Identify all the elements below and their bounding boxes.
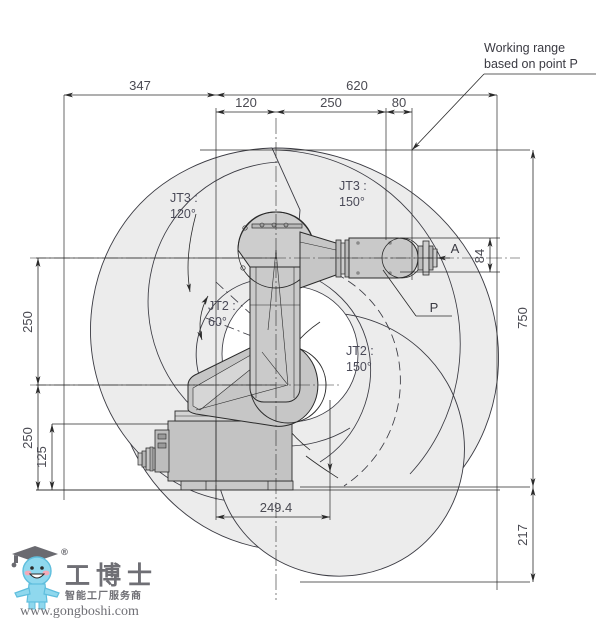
brand-name-cn: 工博士 [65, 561, 158, 590]
dimension-label-250-horizontal: 250 [320, 95, 342, 110]
wrist-bolt-2 [356, 271, 360, 275]
point-p-label: P [430, 300, 439, 315]
robot-assembly [137, 211, 445, 491]
watermark-logo: ® 工博士 智能工厂服务商 www.gongboshi.com [11, 546, 158, 619]
dimension-label-125: 125 [34, 446, 49, 468]
dimension-label-120: 120 [235, 95, 257, 110]
dimension-620: 620 [216, 78, 497, 98]
dimension-label-217: 217 [515, 524, 530, 546]
base-connector-port-1 [157, 433, 167, 440]
extension-lines [36, 95, 530, 590]
brand-tagline-cn: 智能工厂服务商 [65, 589, 142, 602]
note-leader [411, 73, 485, 151]
dimension-label-250-upper: 250 [20, 311, 35, 333]
arm-construction-line-3 [195, 384, 289, 411]
dimension-label-750: 750 [515, 307, 530, 329]
dimension-84: 84 [472, 238, 493, 272]
registered-mark: ® [60, 548, 69, 558]
dimension-125: 125 [34, 423, 168, 490]
shoulder-cap-bolt-2 [271, 222, 277, 228]
jt2-150-sweep-arc [305, 455, 339, 479]
jt3-120-label: JT3 : [170, 191, 198, 205]
robot-base-column [167, 420, 293, 482]
mascot-icon [11, 546, 60, 610]
point-a-annotation: A [427, 241, 460, 267]
wrist-collar-2 [340, 242, 346, 275]
dimension-347: 347 [64, 78, 216, 98]
note-line-1: Working range [484, 41, 565, 55]
jt2-60-label: JT2 : [208, 299, 236, 313]
jt3-150-arc [275, 149, 461, 475]
joint-annotation-jt3-120: JT3 : 120° [170, 191, 198, 221]
dimension-label-249-4: 249.4 [260, 500, 293, 515]
dimension-249-4: 249.4 [216, 500, 330, 520]
dimension-label-84: 84 [472, 249, 487, 263]
jt3-120-angle: 120° [170, 207, 196, 221]
dimension-label-80: 80 [392, 95, 406, 110]
point-p-annotation: P [382, 269, 452, 317]
arm-construction-line-4 [261, 351, 289, 386]
jt2-60-dashed-line-2 [205, 317, 293, 353]
wrist-bolt-4 [388, 271, 392, 275]
arm-construction-line-1 [275, 249, 289, 386]
dimension-217: 217 [515, 487, 536, 582]
note-line-2: based on point P [484, 57, 578, 71]
jt2-60-angle: 60° [208, 315, 227, 329]
shoulder-top-cap [251, 223, 303, 229]
dimension-label-347: 347 [129, 78, 151, 93]
jt2-60-arc [197, 295, 209, 341]
base-connector-port-2 [157, 442, 167, 449]
dimension-750: 750 [515, 150, 536, 487]
wrist-bolt-3 [388, 241, 392, 245]
base-cable-gland [137, 446, 156, 472]
dimension-120: 120 [216, 95, 276, 115]
wrist-bolt-1 [356, 241, 360, 245]
dimension-label-620: 620 [346, 78, 368, 93]
point-a-label: A [451, 241, 460, 256]
working-range-note: Working range based on point P [411, 41, 596, 151]
joint-annotation-jt2-150: JT2 : 150° [346, 344, 374, 374]
jt3-joint-bolt-2 [240, 265, 246, 271]
dimension-250-horizontal: 250 [276, 95, 386, 115]
jt3-150-label: JT3 : [339, 179, 367, 193]
dimension-250-upper: 250 [20, 258, 41, 385]
shoulder-cap-bolt-3 [283, 222, 289, 228]
shoulder-cap-bolt-1 [259, 222, 265, 228]
brand-url: www.gongboshi.com [20, 604, 139, 619]
wrist-collar-1 [335, 239, 342, 278]
arm-construction-line-2 [267, 249, 277, 331]
dimension-250-lower: 250 [20, 385, 41, 490]
wrist-collar-3 [344, 239, 350, 278]
jt3-joint-bolt-1 [242, 225, 248, 231]
jt3-150-angle: 150° [339, 195, 365, 209]
point-p-leader [382, 269, 417, 317]
jt2-150-label: JT2 : [346, 344, 374, 358]
forearm-seam-top [299, 241, 337, 251]
dimension-80: 80 [386, 95, 412, 115]
joint-annotation-jt2-60: JT2 : 60° [208, 299, 236, 329]
jt2-150-angle: 150° [346, 360, 372, 374]
joint-annotation-jt3-150: JT3 : 150° [339, 179, 367, 209]
jt3-120-leader-arc [186, 213, 197, 293]
dimension-label-250-lower: 250 [20, 427, 35, 449]
